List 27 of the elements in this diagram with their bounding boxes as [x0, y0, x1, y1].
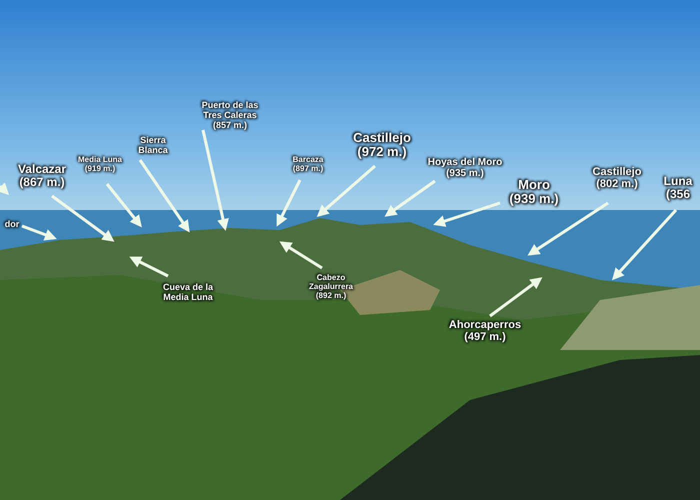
leader-arrow: [279, 241, 323, 270]
leader-arrow: [433, 202, 500, 227]
leader-arrow: [129, 256, 169, 278]
leader-arrow: [316, 164, 376, 217]
leader-arrow: [51, 194, 114, 242]
peak-label: Ahorcaperros (497 m.): [443, 319, 527, 344]
peak-label: Moro (939 m.): [506, 178, 562, 206]
leader-arrow: [489, 277, 542, 318]
peak-label: Castillejo (802 m.): [587, 166, 647, 190]
peak-label: Media Luna (919 m.): [72, 156, 128, 174]
leader-arrow: [612, 208, 678, 280]
peak-label: Sierra Blanca: [128, 136, 178, 156]
peak-label: dor: [1, 220, 23, 230]
peak-label: Cabezo Zagalurrera (892 m.): [304, 274, 358, 300]
leader-arrow: [276, 179, 302, 227]
leader-arrow: [202, 130, 229, 231]
peak-label: Valcazar (867 m.): [12, 163, 72, 190]
peak-label: Castillejo (972 m.): [342, 130, 422, 160]
leader-arrow: [384, 180, 436, 217]
leader-arrow: [138, 159, 190, 232]
peak-label: Puerto de las Tres Caleras (857 m.): [195, 101, 265, 131]
peak-label: Barcaza (897 m.): [286, 156, 330, 174]
leader-arrow: [106, 183, 142, 228]
peak-label: Hoyas del Moro (935 m.): [420, 157, 510, 179]
leader-arrow: [21, 224, 57, 240]
peak-label: Cueva de la Media Luna: [158, 283, 218, 303]
peak-label: Luna (356: [658, 175, 698, 202]
